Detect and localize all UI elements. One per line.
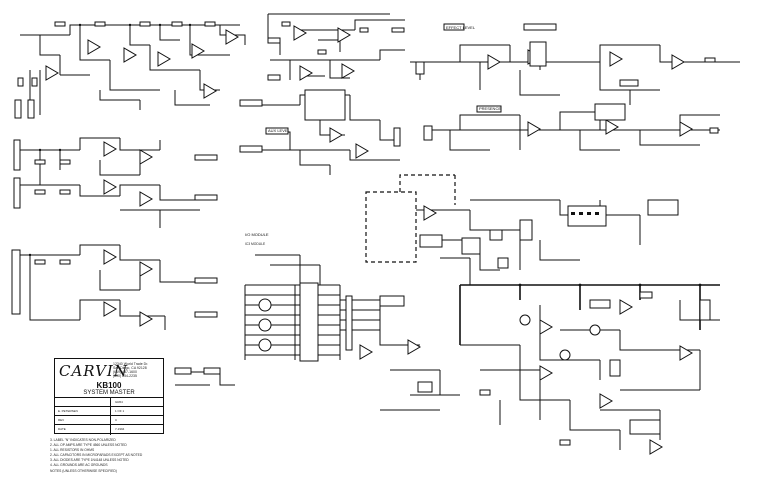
input-stage: [14, 21, 246, 119]
aux-block: AUX LEVEL: [239, 89, 401, 175]
channel-strips: [11, 137, 218, 330]
bottom-center-block: [174, 367, 460, 411]
aux-level-label: AUX LEVEL: [268, 128, 291, 133]
note-line: 2. ALL CAPACITORS IN MICROFARADS EXCEPT …: [50, 453, 143, 458]
company-logo: CARVIN: [59, 362, 128, 380]
tb-row3-right: 7-1994: [115, 427, 125, 431]
note-line: 4. ALL GROUNDS ARE AC GROUNDS: [50, 463, 108, 468]
drawing-notes: 3. LABEL "N" INDICATES NON-POLARIZED 2. …: [50, 438, 200, 474]
io-module-label: I/O MODULE: [245, 232, 269, 237]
model-name: KB100: [96, 381, 122, 390]
note-line: 3. ALL DIODES ARE TYPE 1N4148 UNLESS NOT…: [50, 458, 129, 463]
effect-level-block: EFFECT LEVEL: [410, 23, 740, 105]
drawing-title: SYSTEM MASTER: [83, 390, 135, 396]
effect-level-label: EFFECT LEVEL: [446, 25, 476, 30]
connector-header: [244, 254, 421, 362]
presence-label: PRESENCE: [479, 106, 501, 111]
tb-row1-left: E. PETERSEN: [58, 409, 78, 413]
io-note-label: IC3 MODULE: [245, 242, 266, 246]
note-line: 1. ALL RESISTORS IN OHMS: [50, 448, 95, 453]
tb-row0-right: GR64: [115, 400, 123, 404]
tb-row3-left: DATE: [58, 427, 66, 431]
company-address: 12340 World Trade Dr. San Diego, CA 9212…: [113, 362, 149, 378]
note-line: 2. ALL OP AMPS ARE TYPE 4560 UNLESS NOTE…: [50, 443, 127, 448]
tb-row1-right: 1 OF 1: [115, 409, 125, 413]
tb-row2-left: REV: [58, 418, 65, 422]
power-amp-stage: [459, 283, 720, 455]
tb-row2-right: C: [115, 418, 118, 422]
title-block: CARVIN 12340 World Trade Dr. San Diego, …: [54, 358, 164, 435]
io-module: I/O MODULE IC3 MODULE: [245, 174, 679, 286]
note-line: 3. LABEL "N" INDICATES NON-POLARIZED: [50, 438, 116, 442]
note-line: NOTES (UNLESS OTHERWISE SPECIFIED): [50, 468, 117, 473]
presence-block: PRESENCE: [423, 103, 720, 151]
effects-block: [267, 13, 405, 81]
